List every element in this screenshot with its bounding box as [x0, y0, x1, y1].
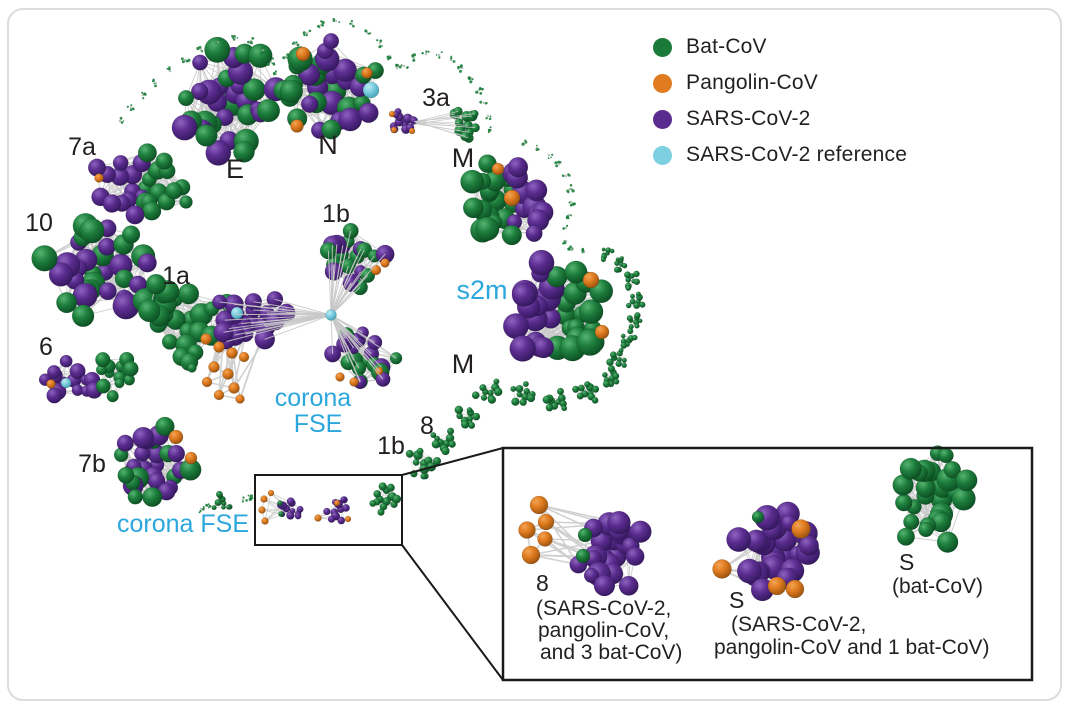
cluster-sevenb: [113, 416, 202, 508]
cluster-ch1: [600, 247, 615, 263]
legend-item-sars-cov-2: SARS-CoV-2: [653, 101, 907, 137]
cluster-inset8: [518, 495, 652, 597]
magnify-connector-line: [401, 447, 504, 476]
legend: Bat-CoV Pangolin-CoV SARS-CoV-2 SARS-CoV…: [653, 29, 907, 173]
cluster-ch10: [542, 387, 568, 412]
legend-label-sars-cov-2: SARS-CoV-2: [686, 107, 811, 130]
cluster-ch16: [211, 490, 233, 511]
cluster-m: [460, 154, 554, 246]
cluster-ch12: [471, 378, 503, 404]
magnify-inset-box: [501, 446, 1034, 682]
cluster-ch14: [430, 427, 456, 456]
cluster-insetSbat: [892, 445, 978, 553]
cluster-mini8: [258, 489, 304, 525]
legend-item-pangolin-cov: Pangolin-CoV: [653, 65, 907, 101]
legend-label-sars-cov-2-reference: SARS-CoV-2 reference: [686, 143, 908, 166]
pangolin-cov-dot-icon: [653, 73, 672, 93]
cluster-ch2: [613, 255, 628, 273]
cluster-onea_g: [138, 273, 237, 373]
sars-cov-2-reference-dot-icon: [653, 145, 672, 165]
cluster-ch15: [405, 447, 442, 480]
cluster-ch4: [625, 291, 646, 310]
cluster-ch13: [454, 405, 481, 429]
cluster-s2m: [502, 249, 614, 362]
cluster-threea_l: [388, 108, 419, 135]
cluster-e: [171, 36, 289, 166]
sars-cov-2-dot-icon: [653, 109, 672, 129]
cluster-ch5: [626, 311, 643, 330]
cluster-insetSmid: [712, 501, 821, 602]
speck-trails: [118, 18, 586, 514]
magnify-connector-line: [401, 544, 504, 681]
cluster-ch8: [601, 365, 620, 388]
magnify-source-box: [254, 474, 403, 546]
cluster-ch9: [572, 380, 600, 404]
legend-item-sars-cov-2-reference: SARS-CoV-2 reference: [653, 137, 907, 173]
cluster-ch3: [623, 270, 641, 291]
cluster-ch6: [620, 327, 638, 349]
cluster-miniS: [314, 496, 352, 525]
cluster-n: [273, 33, 384, 140]
magnifier-boxes: [254, 446, 1034, 682]
legend-label-pangolin-cov: Pangolin-CoV: [686, 71, 818, 94]
corona-fse-hub-node: [325, 309, 337, 321]
legend-label-bat-cov: Bat-CoV: [686, 35, 767, 58]
cluster-ch7: [606, 347, 627, 369]
cluster-miniG: [369, 482, 402, 516]
cluster-ten: [31, 213, 158, 328]
cluster-ch11: [510, 380, 536, 407]
cluster-six_p: [38, 354, 103, 404]
hub-fan-edges: [219, 111, 476, 383]
cluster-onebtop: [319, 222, 395, 296]
bat-cov-dot-icon: [653, 37, 672, 57]
legend-item-bat-cov: Bat-CoV: [653, 29, 907, 65]
cluster-six_g: [95, 351, 139, 403]
cluster-sevena: [87, 143, 193, 225]
